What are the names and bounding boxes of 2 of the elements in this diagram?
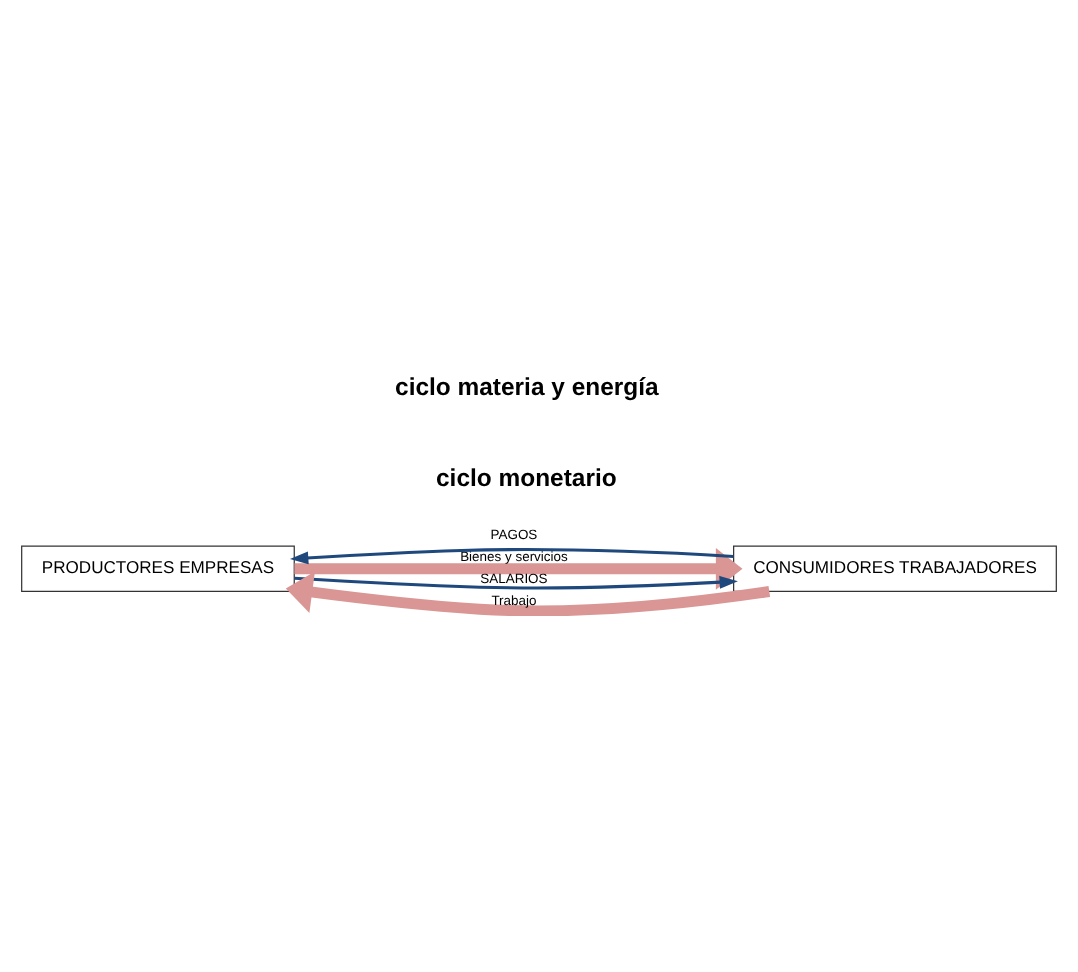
label: ciclo materia y energía bbox=[395, 371, 659, 400]
label: ciclo monetario bbox=[436, 463, 617, 492]
